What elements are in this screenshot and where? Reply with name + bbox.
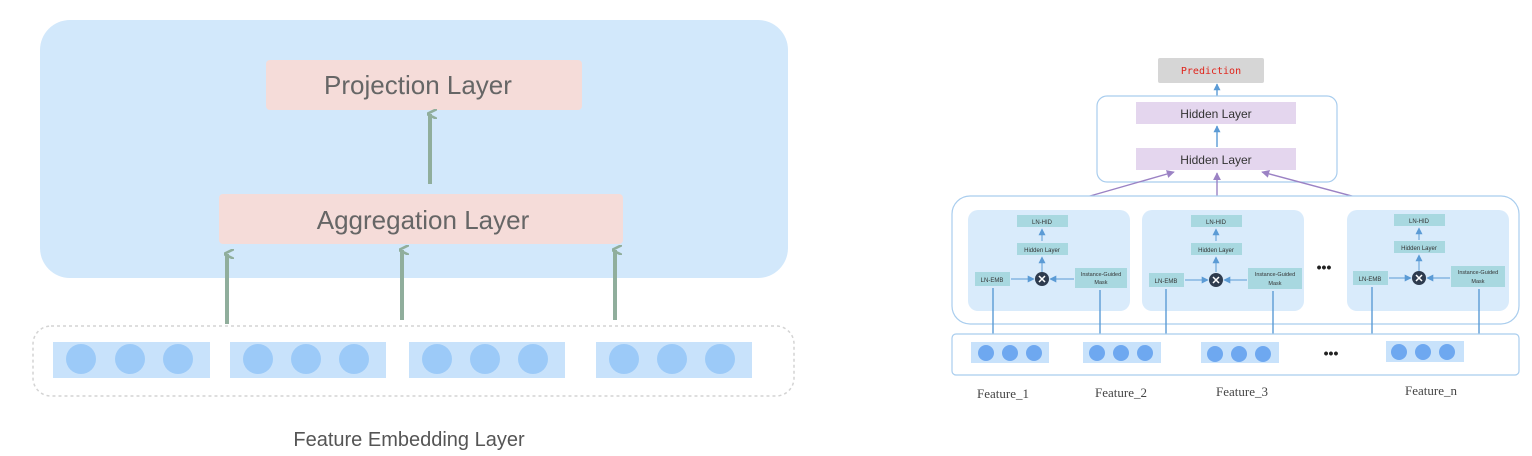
embedding-dot xyxy=(1231,346,1247,362)
hidden-layer-bottom-box xyxy=(1136,148,1296,170)
ln-hid-box xyxy=(1394,214,1445,226)
ln-emb-label: LN-EMB xyxy=(981,278,1004,284)
embedding-layer-frame xyxy=(32,325,795,397)
embedding-dot xyxy=(291,344,321,374)
instance-guided-mask-label-2: Mask xyxy=(1094,280,1107,286)
instance-guided-mask-label-2: Mask xyxy=(1268,281,1281,287)
hidden-layer-label: Hidden Layer xyxy=(1024,248,1060,254)
prediction-box xyxy=(1158,58,1264,83)
feature-ellipsis: ••• xyxy=(1324,345,1339,361)
embedding-dot xyxy=(609,344,639,374)
embedding-dot xyxy=(1391,344,1407,360)
ln-emb-box xyxy=(975,272,1010,286)
embedding-dot xyxy=(1207,346,1223,362)
block-ellipsis: ••• xyxy=(1317,259,1332,275)
feature-embedding-2 xyxy=(1083,342,1161,363)
embedding-dot xyxy=(1255,346,1271,362)
embedding-group-4 xyxy=(596,342,752,378)
mask-block-1: LN-HID Hidden Layer LN-EMB Instance-Guid… xyxy=(968,210,1130,311)
embedding-dot xyxy=(115,344,145,374)
mask-block-3: LN-HID Hidden Layer LN-EMB Instance-Guid… xyxy=(1347,210,1509,311)
feature-embedding-3 xyxy=(1201,342,1279,363)
embedding-dot xyxy=(518,344,548,374)
embedding-dot xyxy=(339,344,369,374)
embedding-dot xyxy=(243,344,273,374)
embedding-dot xyxy=(1415,344,1431,360)
hidden-layer-bottom-label: Hidden Layer xyxy=(1180,153,1251,167)
hidden-layer-box xyxy=(1394,241,1445,253)
projection-layer-box xyxy=(266,60,582,110)
instance-guided-mask-label: Instance-Guided xyxy=(1458,270,1498,276)
hidden-layer-box xyxy=(1017,243,1068,255)
ln-hid-box xyxy=(1017,215,1068,227)
embedding-dot xyxy=(163,344,193,374)
feature-label-n: Feature_n xyxy=(1405,383,1457,398)
ln-emb-box xyxy=(1353,271,1388,285)
embedding-layer-label: Feature Embedding Layer xyxy=(293,429,525,451)
instance-guided-mask-box xyxy=(1451,266,1505,287)
hidden-layer-label: Hidden Layer xyxy=(1401,246,1437,252)
embedding-dot xyxy=(978,345,994,361)
embedding-group-2 xyxy=(230,342,386,378)
hidden-layer-top-label: Hidden Layer xyxy=(1180,107,1251,121)
aggregation-layer-box xyxy=(219,194,623,244)
hidden-layer-label: Hidden Layer xyxy=(1198,248,1234,254)
embedding-dot xyxy=(1113,345,1129,361)
embedding-dot xyxy=(1002,345,1018,361)
aggregation-layer-label: Aggregation Layer xyxy=(317,205,530,235)
feature-label-2: Feature_2 xyxy=(1095,385,1147,400)
mask-block-2: LN-HID Hidden Layer LN-EMB Instance-Guid… xyxy=(1142,210,1304,311)
feature-label-1: Feature_1 xyxy=(977,386,1029,401)
feature-embedding-n xyxy=(1386,341,1464,362)
embedding-dot xyxy=(470,344,500,374)
embedding-group-3 xyxy=(409,342,565,378)
embedding-dot xyxy=(1137,345,1153,361)
hidden-layer-box xyxy=(1191,243,1242,255)
projection-layer-label: Projection Layer xyxy=(324,70,512,100)
embedding-dot xyxy=(705,344,735,374)
ln-emb-label: LN-EMB xyxy=(1155,279,1178,285)
right-diagram: Prediction Hidden Layer Hidden Layer LN-… xyxy=(951,58,1520,401)
instance-guided-mask-box xyxy=(1075,268,1127,288)
left-diagram: Projection Layer Aggregation Layer xyxy=(32,20,795,451)
instance-guided-mask-label-2: Mask xyxy=(1471,279,1484,285)
instance-guided-mask-box xyxy=(1248,268,1302,289)
ln-emb-box xyxy=(1149,273,1184,287)
instance-guided-mask-label: Instance-Guided xyxy=(1255,272,1295,278)
feature-label-3: Feature_3 xyxy=(1216,384,1268,399)
embedding-dot xyxy=(1439,344,1455,360)
hidden-layer-top-box xyxy=(1136,102,1296,124)
embedding-dot xyxy=(657,344,687,374)
prediction-label: Prediction xyxy=(1181,66,1241,77)
ln-hid-box xyxy=(1191,215,1242,227)
ln-hid-label: LN-HID xyxy=(1206,220,1227,226)
feature-embedding-1 xyxy=(971,342,1049,363)
embedding-dot xyxy=(422,344,452,374)
embedding-dot xyxy=(1089,345,1105,361)
ln-hid-label: LN-HID xyxy=(1032,220,1053,226)
ln-emb-label: LN-EMB xyxy=(1359,277,1382,283)
embedding-dot xyxy=(1026,345,1042,361)
embedding-dot xyxy=(66,344,96,374)
embedding-group-1 xyxy=(53,342,210,378)
ln-hid-label: LN-HID xyxy=(1409,219,1430,225)
instance-guided-mask-label: Instance-Guided xyxy=(1081,272,1121,278)
